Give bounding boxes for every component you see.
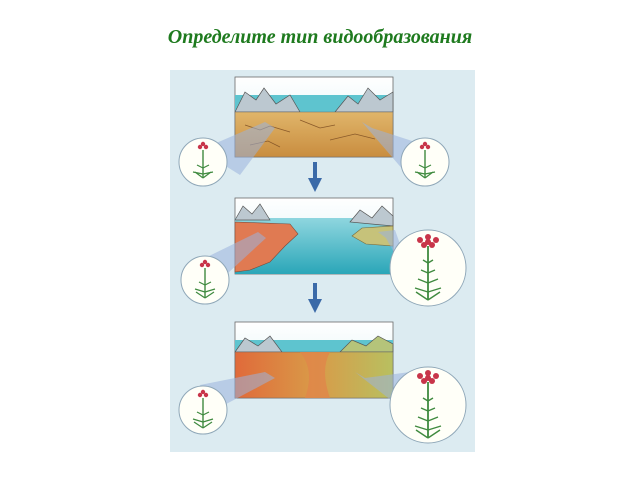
stage-2-scene [205, 197, 420, 300]
flowering-plant-icon [194, 259, 216, 299]
flowering-plant-icon [192, 141, 214, 179]
stage-2-right-plant-circle [389, 229, 467, 307]
down-arrow-icon [308, 283, 322, 313]
stage-2-left-plant-circle [180, 255, 230, 305]
stage-3-left-plant-circle [178, 385, 228, 435]
down-arrow-icon [308, 162, 322, 192]
stage-1-right-plant-circle [400, 137, 450, 187]
stage-3-right-plant-circle [389, 366, 467, 444]
flowering-plant-icon [414, 141, 436, 179]
stage-1-left-plant-circle [178, 137, 228, 187]
flowering-plant-icon [192, 389, 214, 429]
flowering-plant-icon [414, 370, 442, 439]
flowering-plant-icon [414, 234, 442, 301]
slide-title: Определите тип видообразования [167, 26, 473, 48]
